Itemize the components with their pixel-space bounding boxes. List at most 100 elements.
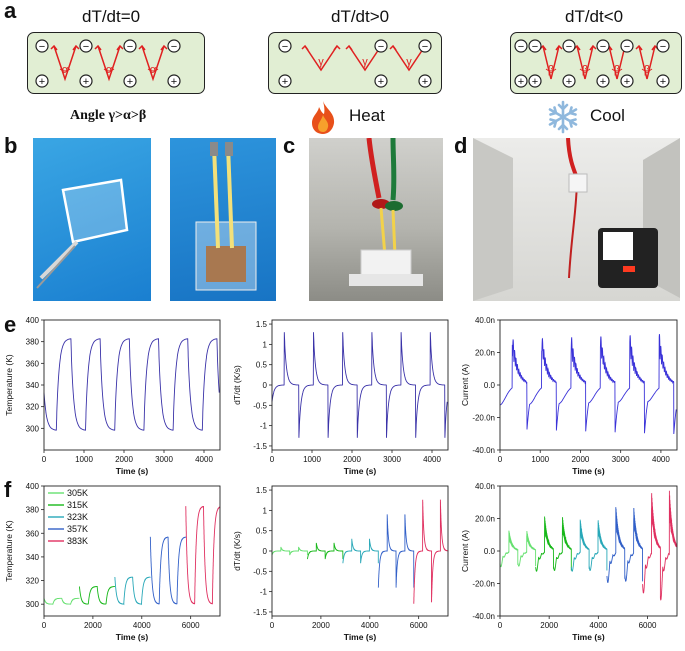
x-tick-label: 3000 — [612, 455, 630, 464]
y-tick-label: 380 — [26, 506, 40, 515]
dipole-arrow — [53, 45, 77, 82]
angle-symbol: α — [106, 64, 113, 76]
panel-label-e: e — [4, 312, 17, 337]
y-tick-label: 1 — [263, 340, 268, 349]
x-axis-label: Time (s) — [572, 632, 605, 642]
dipole-arrow — [141, 45, 165, 82]
dipole-arrow — [608, 45, 626, 80]
x-tick-label: 4000 — [652, 455, 670, 464]
positive-charge: + — [123, 74, 137, 88]
x-tick-label: 0 — [42, 621, 47, 630]
series-line — [342, 538, 379, 564]
negative-charge: − — [656, 39, 670, 53]
y-tick-label: 40.0n — [475, 482, 495, 491]
y-axis-label: dT/dt (K/s) — [232, 365, 242, 405]
y-tick-label: 300 — [26, 600, 40, 609]
angle-symbol: γ — [318, 56, 324, 68]
series-lines — [499, 334, 677, 435]
positive-charge: + — [35, 74, 49, 88]
angle-symbol: γ — [406, 56, 412, 68]
y-tick-label: 0.5 — [256, 361, 268, 370]
angle-symbol: α — [150, 64, 157, 76]
series-line — [499, 530, 537, 568]
snowflake-icon — [548, 100, 578, 134]
legend-label: 315K — [67, 500, 88, 510]
dipole-arrow — [638, 45, 656, 80]
svg-text:+: + — [566, 76, 572, 88]
svg-text:−: − — [39, 41, 45, 53]
y-tick-label: 1.5 — [256, 486, 268, 495]
negative-charge: − — [562, 39, 576, 53]
photo-encapsulated-device — [170, 138, 276, 301]
series-line-305K — [43, 597, 80, 605]
dipole-arrow — [348, 45, 382, 72]
positive-charge: + — [167, 74, 181, 88]
y-tick-label: 0 — [263, 381, 268, 390]
y-tick-label: 1 — [263, 506, 268, 515]
photo-transparent-film — [33, 138, 151, 301]
y-tick-label: 20.0n — [475, 349, 495, 358]
series-line — [570, 519, 608, 572]
svg-text:−: − — [282, 41, 288, 53]
legend-label: 383K — [67, 536, 88, 546]
panel-label-a: a — [4, 0, 17, 23]
angle-symbol: β — [614, 64, 620, 76]
x-tick-label: 2000 — [312, 621, 330, 630]
x-tick-label: 0 — [270, 621, 275, 630]
y-tick-label: -40.0n — [472, 612, 495, 621]
angle-relation-text: Angle γ>α>β — [70, 108, 147, 123]
plot-frame — [43, 485, 221, 617]
y-tick-label: 0 — [263, 547, 268, 556]
x-tick-label: 1000 — [531, 455, 549, 464]
series-line-315K — [78, 586, 115, 605]
x-axis-label: Time (s) — [344, 466, 377, 476]
y-tick-label: 0.0 — [484, 547, 496, 556]
positive-charge: + — [79, 74, 93, 88]
y-tick-label: -20.0n — [472, 580, 495, 589]
y-tick-label: 320 — [26, 577, 40, 586]
svg-text:+: + — [600, 76, 606, 88]
svg-text:+: + — [378, 76, 384, 88]
svg-text:+: + — [518, 76, 524, 88]
series-line — [606, 507, 644, 583]
positive-charge: + — [514, 74, 528, 88]
y-axis-label: Current (A) — [460, 364, 470, 406]
x-tick-label: 3000 — [383, 455, 401, 464]
series-line — [271, 546, 308, 556]
y-tick-label: -1 — [260, 588, 268, 597]
positive-charge: + — [528, 74, 542, 88]
x-tick-label: 0 — [270, 455, 275, 464]
y-tick-label: 300 — [26, 424, 40, 433]
y-tick-label: 340 — [26, 381, 40, 390]
svg-text:−: − — [660, 41, 666, 53]
negative-charge: − — [418, 39, 432, 53]
x-tick-label: 4000 — [361, 621, 379, 630]
y-tick-label: 0.0 — [484, 381, 496, 390]
x-axis-label: Time (s) — [116, 466, 149, 476]
y-tick-label: 320 — [26, 403, 40, 412]
dipole-arrow — [542, 45, 560, 80]
series-lines — [43, 338, 220, 431]
dipole-arrow — [304, 45, 338, 72]
x-axis-label: Time (s) — [572, 466, 605, 476]
x-tick-label: 4000 — [133, 621, 151, 630]
x-tick-label: 4000 — [589, 621, 607, 630]
y-tick-label: 1.5 — [256, 320, 268, 329]
y-tick-label: -1.5 — [253, 608, 267, 617]
x-tick-label: 4000 — [195, 455, 213, 464]
x-tick-label: 4000 — [423, 455, 441, 464]
negative-charge: − — [514, 39, 528, 53]
positive-charge: + — [620, 74, 634, 88]
angle-symbol: γ — [362, 56, 368, 68]
svg-text:−: − — [171, 41, 177, 53]
x-tick-label: 2000 — [84, 621, 102, 630]
photo-measurement-chamber — [473, 138, 680, 301]
x-tick-label: 0 — [498, 455, 503, 464]
negative-charge: − — [620, 39, 634, 53]
